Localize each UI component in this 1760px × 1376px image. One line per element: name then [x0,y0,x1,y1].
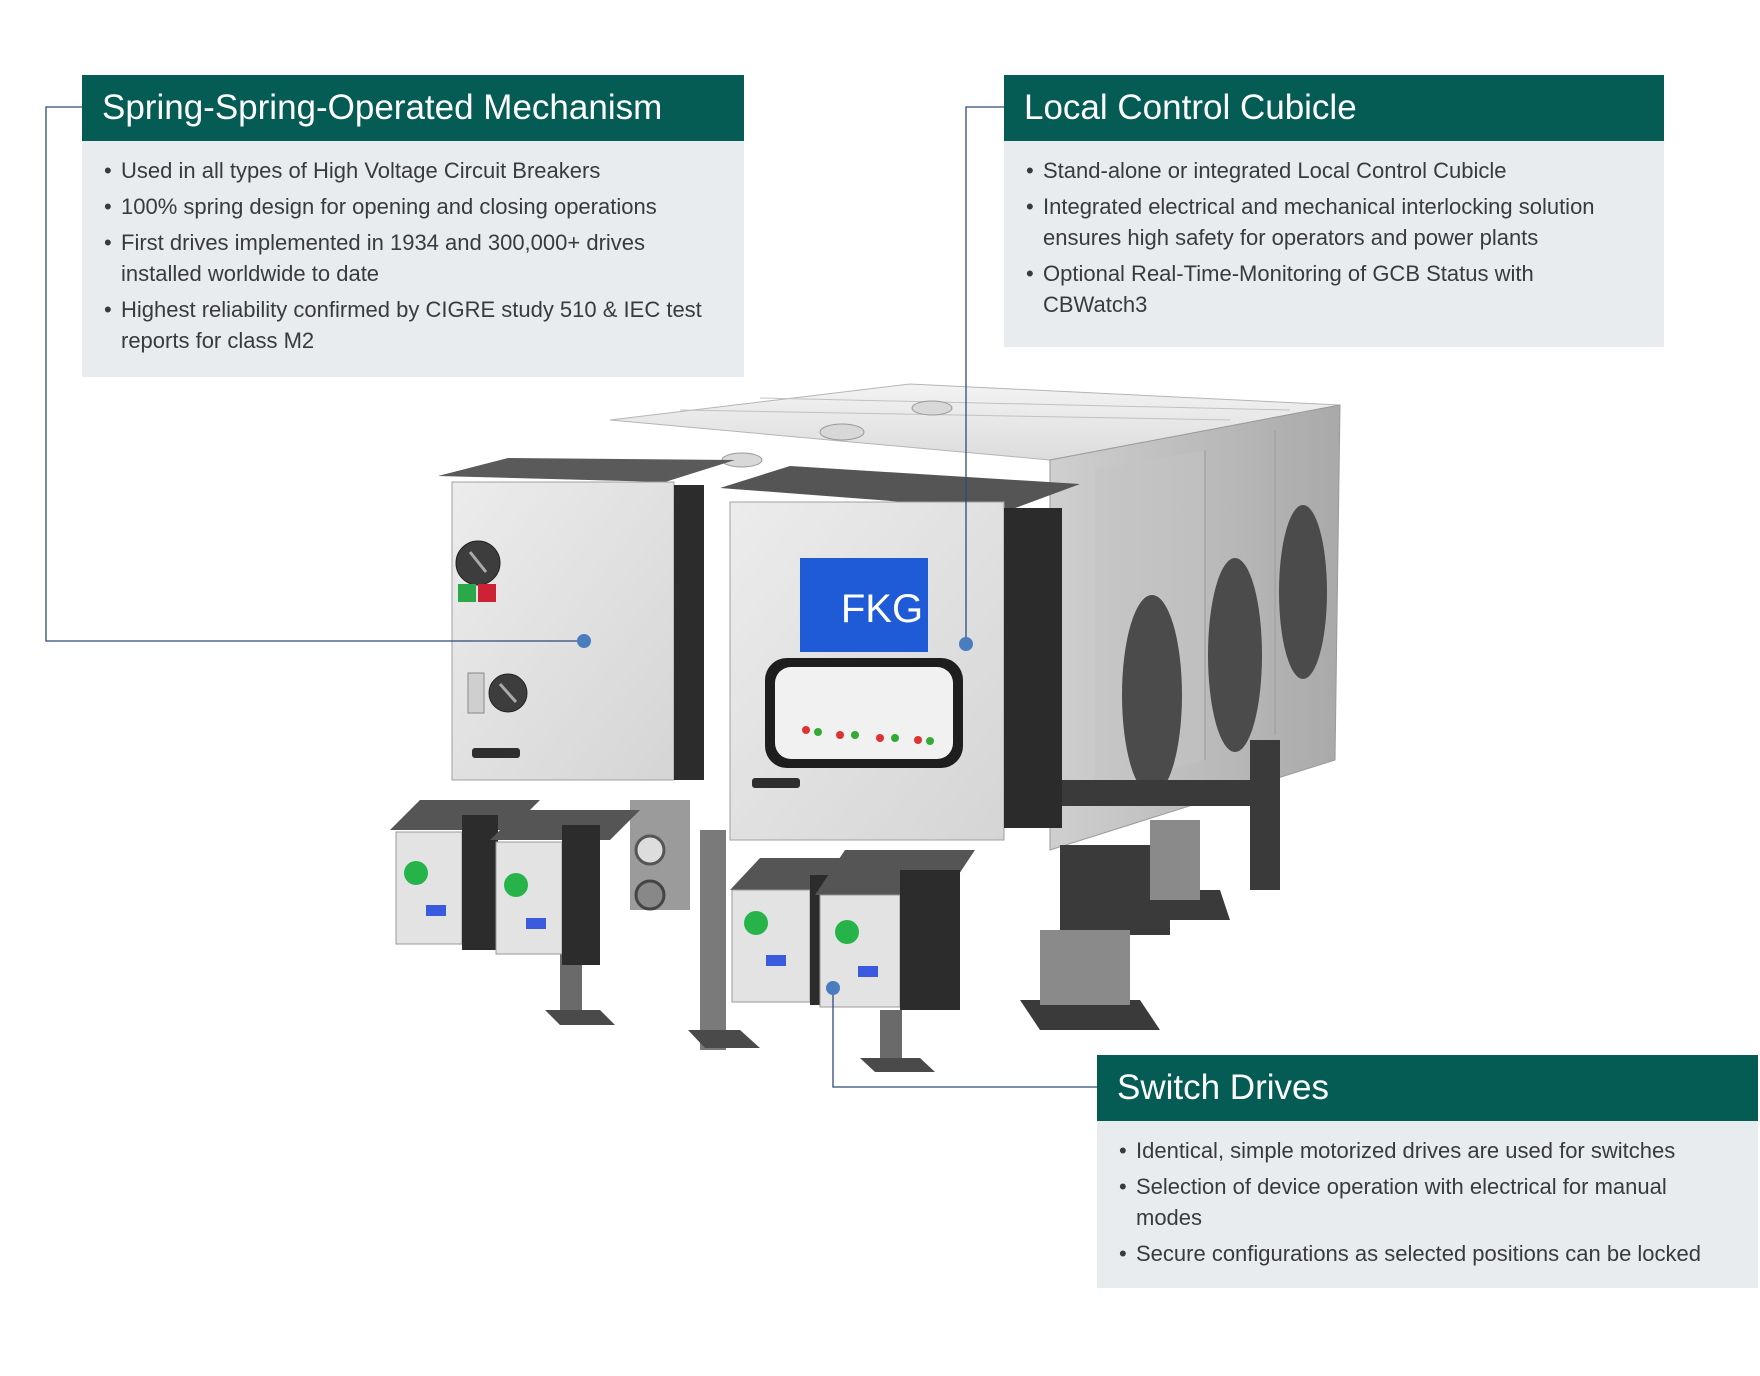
list-item: Selection of device operation with elect… [1119,1171,1736,1233]
list-item: First drives implemented in 1934 and 300… [104,227,722,289]
leader-lines [45,106,1097,1088]
support-frame [1020,740,1280,1030]
list-item: Secure configurations as selected positi… [1119,1238,1736,1269]
callout-title: Switch Drives [1097,1055,1758,1121]
list-item: 100% spring design for opening and closi… [104,191,722,222]
callout-title: Local Control Cubicle [1004,75,1664,141]
list-item: Optional Real-Time-Monitoring of GCB Sta… [1026,258,1642,320]
fkg-logo-text: FKG [841,587,923,631]
marker-spring [577,634,591,648]
list-item: Stand-alone or integrated Local Control … [1026,155,1642,186]
list-item: Highest reliability confirmed by CIGRE s… [104,294,722,356]
callout-switch-drives: Switch Drives Identical, simple motorize… [1097,1055,1758,1288]
callout-markers [577,634,973,995]
marker-lcc [959,637,973,651]
list-item: Integrated electrical and mechanical int… [1026,191,1642,253]
breaker-housing [609,383,1341,851]
leader-line-switch [832,988,1097,1088]
list-item: Identical, simple motorized drives are u… [1119,1135,1736,1166]
switch-drive-1 [390,800,615,1025]
switch-drive-4 [815,850,975,1072]
callout-spring-mechanism: Spring-Spring-Operated Mechanism Used in… [82,75,744,377]
leader-line-spring [45,106,584,642]
marker-switch [826,981,840,995]
list-item: Used in all types of High Voltage Circui… [104,155,722,186]
callout-title: Spring-Spring-Operated Mechanism [82,75,744,141]
callout-local-control-cubicle: Local Control Cubicle Stand-alone or int… [1004,75,1664,347]
local-control-cubicle: FKG [720,466,1080,841]
leader-line-lcc [965,106,1004,641]
feature-list: Identical, simple motorized drives are u… [1097,1121,1758,1288]
feature-list: Used in all types of High Voltage Circui… [82,141,744,377]
spring-mechanism-cabinet [438,458,735,781]
feature-list: Stand-alone or integrated Local Control … [1004,141,1664,347]
piping [630,800,760,1050]
switch-drive-2 [490,810,640,965]
